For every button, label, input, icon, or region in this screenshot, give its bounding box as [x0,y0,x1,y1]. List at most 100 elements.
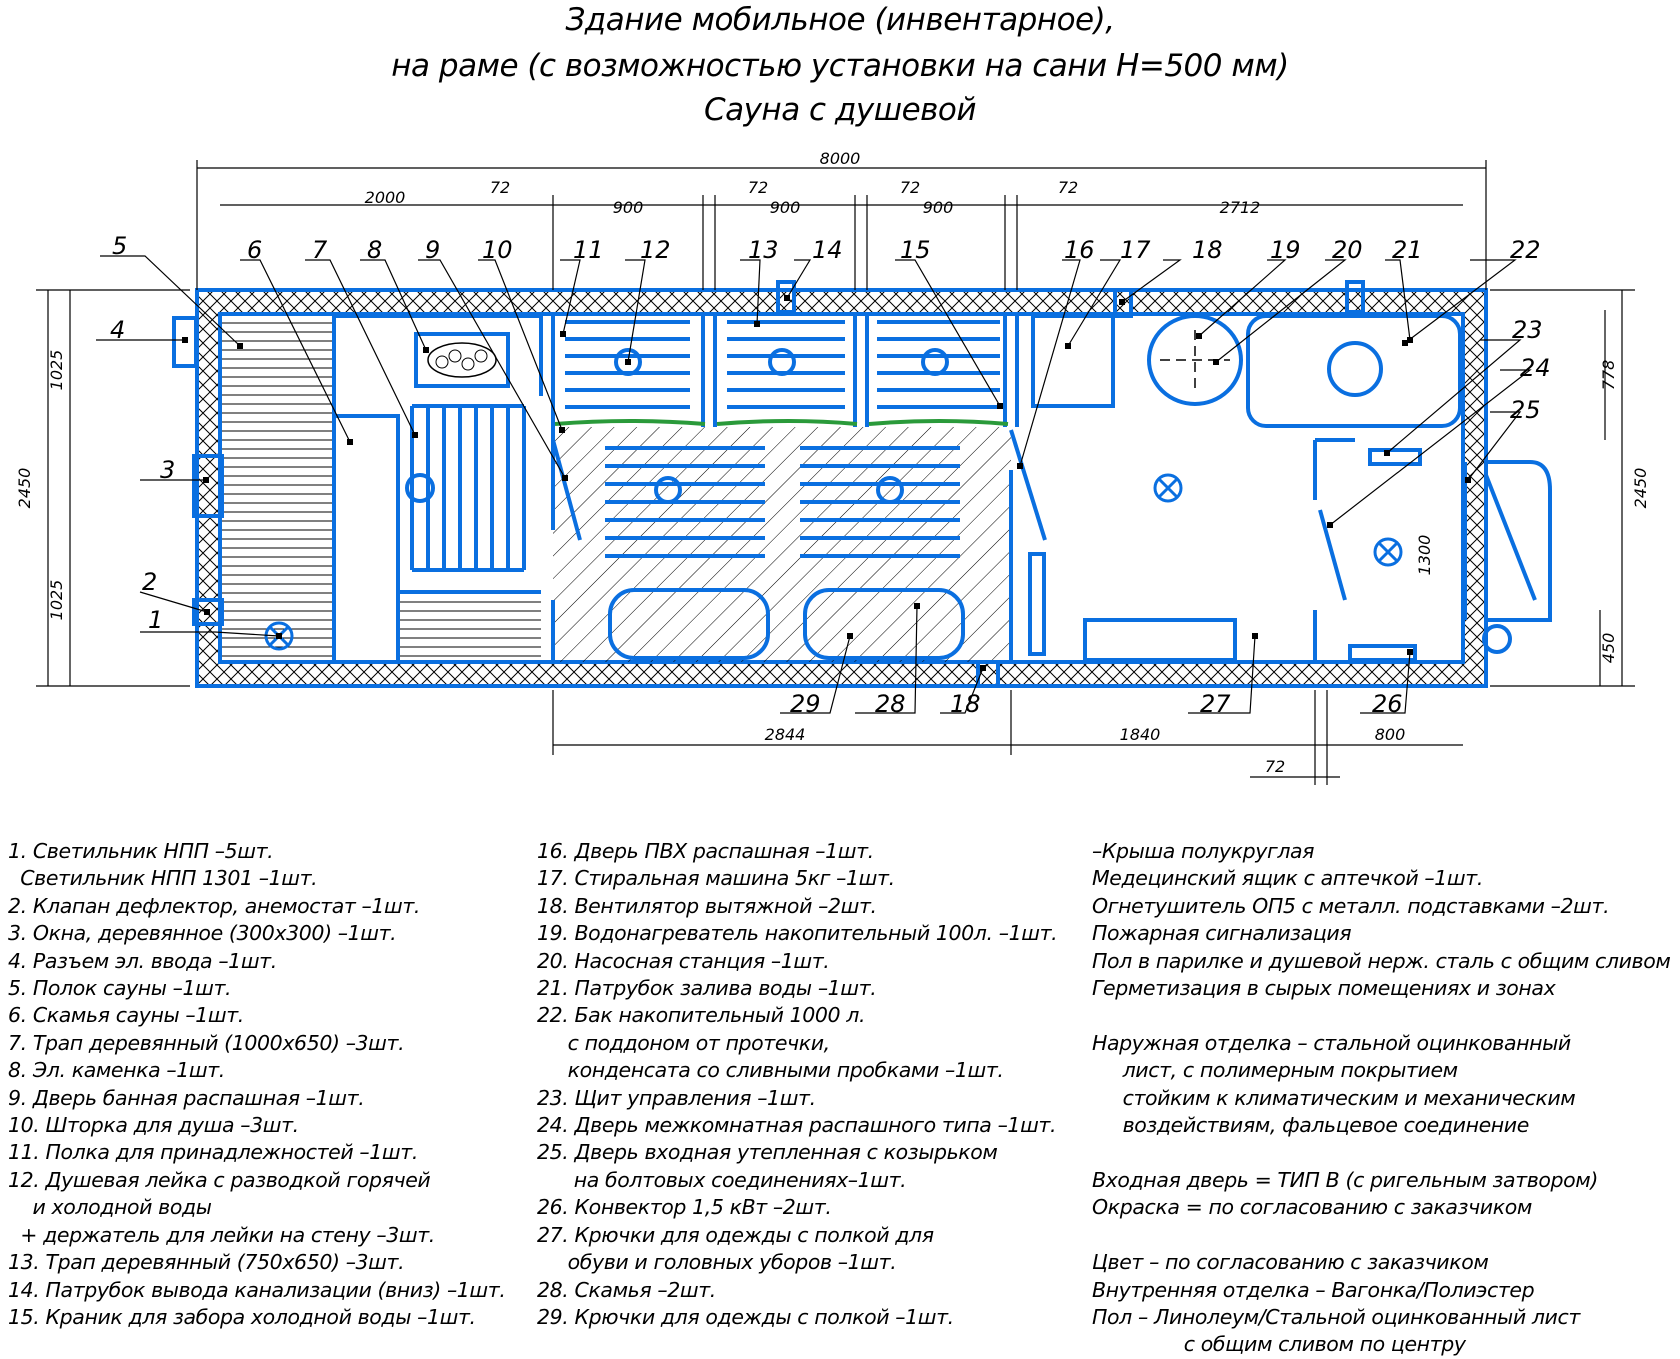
legend-line: 2. Клапан дефлектор, анемостат –1шт. [8,893,421,918]
legend-line: Внутренняя отделка – Вагонка/Полиэстер [1092,1277,1535,1302]
legend-line: и холодной воды [8,1195,212,1220]
shower-traps [565,320,1000,409]
callout-8: 8 [367,236,382,264]
legend-line [1092,1139,1670,1166]
callout-2: 2 [142,568,157,596]
legend-line [1092,1002,1670,1029]
legend-line: 25. Дверь входная утепленная с козырьком [537,1140,998,1165]
legend-line: Светильник НПП 1301 –1шт. [8,866,318,891]
legend-line: 23. Щит управления –1шт. [537,1085,816,1110]
legend-line: 21. Патрубок залива воды –1шт. [537,976,877,1001]
callout-dots [182,295,1471,671]
legend-line: Пол – Линолеум/Стальной оцинкованный лис… [1092,1304,1580,1329]
svg-text:2000: 2000 [365,188,406,207]
callout-15: 15 [900,236,931,264]
legend-line: 11. Полка для принадлежностей –1шт. [8,1140,418,1165]
callout-leaders [96,255,1532,714]
callout-21: 21 [1392,236,1423,264]
legend-line: 5. Полок сауны –1шт. [8,976,232,1001]
legend-line: стойким к климатическим и механическим [1092,1085,1576,1110]
callout-7: 7 [312,236,328,264]
doors [551,429,1552,654]
svg-text:778: 778 [1599,360,1618,391]
callout-26: 26 [1372,690,1403,718]
callout-14: 14 [812,236,843,264]
callout-4: 4 [110,316,125,344]
legend-line: 15. Краник для забора холодной воды –1шт… [8,1304,476,1329]
callout-18: 18 [1192,236,1223,264]
legend-line: 1. Светильник НПП –5шт. [8,839,274,863]
callout-23: 23 [1512,316,1543,344]
dimension-lines [36,160,1635,785]
callout-5: 5 [112,232,127,260]
legend-line: Герметизация в сырых помещениях и зонах [1092,976,1556,1001]
svg-text:72: 72 [1265,757,1285,776]
svg-text:72: 72 [900,178,920,197]
callout-27: 27 [1200,690,1231,718]
sauna-heater [414,332,510,388]
callout-24: 24 [1520,354,1551,382]
sauna-trap [405,404,526,572]
title-line-2: на раме (с возможностью установки на сан… [391,48,1289,84]
callout-9: 9 [425,236,440,264]
svg-text:72: 72 [748,178,768,197]
external-items [172,280,1365,688]
sauna-bench [398,592,541,662]
callout-20: 20 [1332,236,1363,264]
callout-1: 1 [148,606,163,634]
legend-line: Окраска = по согласованию с заказчиком [1092,1195,1532,1220]
svg-text:1300: 1300 [1415,535,1434,576]
svg-text:72: 72 [1058,178,1078,197]
callout-16: 16 [1064,236,1095,264]
legend-line: 29. Крючки для одежды с полкой –1шт. [537,1304,954,1329]
benches [608,588,1237,662]
svg-text:1025: 1025 [47,350,66,391]
svg-text:900: 900 [613,198,644,217]
legend-line: 10. Шторка для душа –3шт. [8,1113,299,1138]
legend-line: 12. Душевая лейка с разводкой горячей [8,1167,431,1192]
svg-text:900: 900 [923,198,954,217]
callout-18b: 18 [950,690,981,718]
legend-line: конденсата со сливными пробками –1шт. [537,1058,1004,1083]
svg-text:8000: 8000 [820,149,861,168]
legend-line: Пол в парилке и душевой нерж. сталь с об… [1092,948,1671,973]
legend-line: 7. Трап деревянный (1000х650) –3шт. [8,1030,405,1055]
callout-10: 10 [482,236,513,264]
callout-28: 28 [875,690,906,718]
legend-line: –Крыша полукруглая [1092,839,1315,863]
callout-22: 22 [1510,236,1541,264]
callout-29: 29 [790,690,821,718]
legend-column-1: 1. Светильник НПП –5шт. Светильник НПП 1… [8,838,506,1331]
callout-11: 11 [573,236,604,264]
legend-line: обуви и головных уборов –1шт. [537,1250,897,1275]
legend-line: 26. Конвектор 1,5 кВт –2шт. [537,1195,832,1220]
legend-line: 18. Вентилятор вытяжной –2шт. [537,893,877,918]
legend-line: с поддоном от протечки, [537,1030,831,1055]
legend-line: + держатель для лейки на стену –3шт. [8,1222,435,1247]
svg-text:800: 800 [1375,725,1406,744]
legend-line: 20. Насосная станция –1шт. [537,948,830,973]
callout-17: 17 [1120,236,1151,264]
legend-line: 28. Скамья –2шт. [537,1277,716,1302]
legend-line: 6. Скамья сауны –1шт. [8,1003,244,1028]
legend-line: Огнетушитель ОП5 с металл. подставками –… [1092,893,1610,918]
svg-text:1840: 1840 [1120,725,1161,744]
callout-25: 25 [1510,396,1541,424]
legend-line: лист, с полимерным покрытием [1092,1058,1459,1083]
legend-line: 19. Водонагреватель накопительный 100л. … [537,921,1058,946]
title-line-1: Здание мобильное (инвентарное), [565,2,1115,38]
svg-text:2450: 2450 [1631,468,1650,509]
legend-line: 14. Патрубок вывода канализации (вниз) –… [8,1277,506,1302]
svg-text:2844: 2844 [765,725,806,744]
legend-line: 16. Дверь ПВХ распашная –1шт. [537,839,874,863]
legend-line: с общим сливом по центру [1092,1332,1466,1357]
callout-19: 19 [1270,236,1301,264]
svg-text:1025: 1025 [47,580,66,621]
legend-line: 9. Дверь банная распашная –1шт. [8,1085,365,1110]
legend-line: 22. Бак накопительный 1000 л. [537,1003,866,1028]
legend-line: воздействиям, фальцевое соединение [1092,1113,1530,1138]
dimension-labels: 8000 2000 72 900 72 900 72 900 72 2712 2… [15,149,1650,776]
sauna-shelf [222,316,334,662]
legend-line: Входная дверь = ТИП В (с ригельным затво… [1092,1167,1598,1192]
